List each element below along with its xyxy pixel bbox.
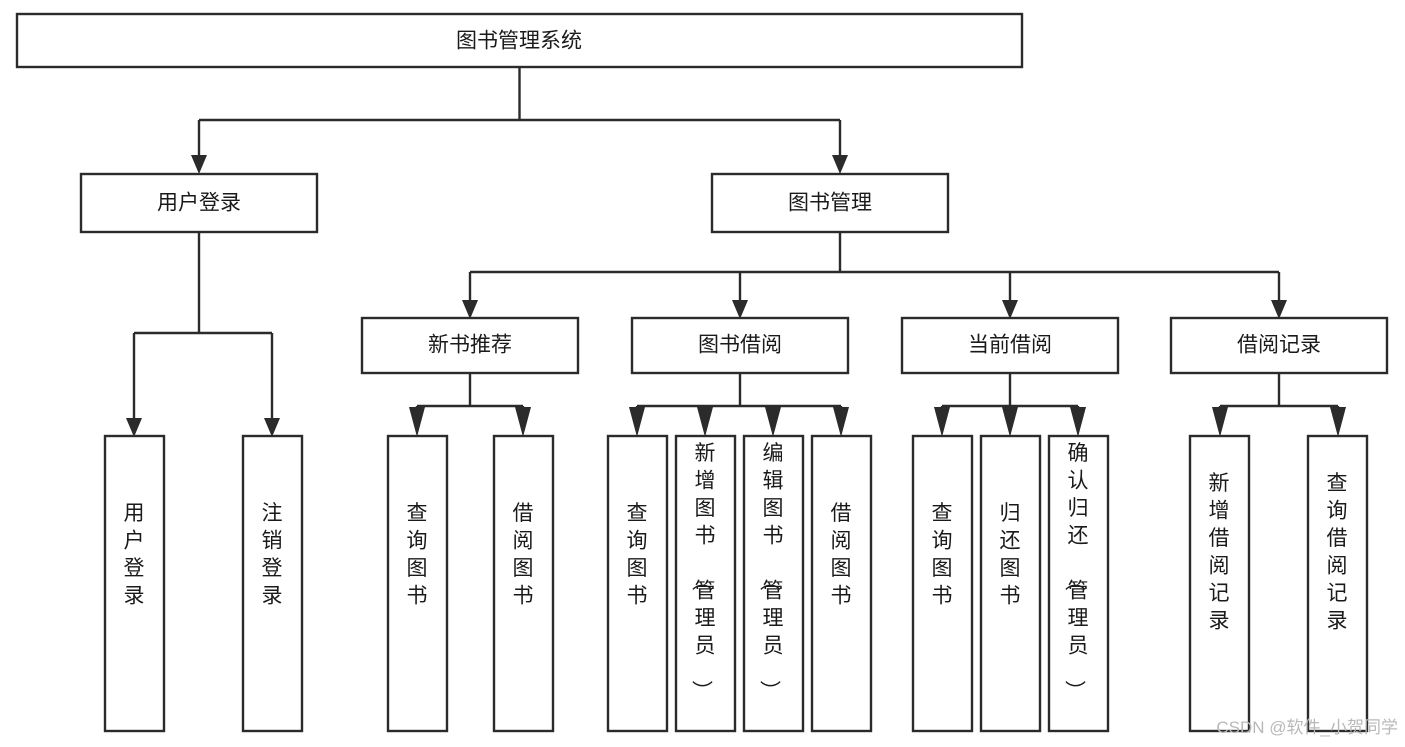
arrow-head-leaf-query-book-2 bbox=[629, 407, 645, 437]
node-leaf-user-logout[interactable]: 注销登录 bbox=[241, 434, 304, 733]
node-book-management[interactable]: 图书管理 bbox=[710, 172, 950, 234]
node-book-management-box[interactable] bbox=[710, 172, 950, 234]
node-leaf-edit-book[interactable]: 编辑图书（管理员） bbox=[742, 434, 805, 733]
node-current-borrow-label: 当前借阅 bbox=[968, 334, 1052, 357]
node-leaf-add-book-label: 新增图书（管理员） bbox=[690, 442, 716, 701]
arrow-head-leaf-borrow-book-1 bbox=[515, 407, 531, 437]
node-leaf-borrow-book-2[interactable]: 借阅图书 bbox=[810, 434, 873, 733]
node-leaf-return-book[interactable]: 归还图书 bbox=[979, 434, 1042, 733]
node-leaf-borrow-book-1[interactable]: 借阅图书 bbox=[492, 434, 555, 733]
node-leaf-user-login-box[interactable] bbox=[103, 434, 166, 733]
node-leaf-add-record-box[interactable] bbox=[1188, 434, 1251, 733]
node-leaf-user-login[interactable]: 用户登录 bbox=[103, 434, 166, 733]
arrow-head-leaf-query-book-1 bbox=[409, 407, 425, 437]
arrow-head-leaf-query-record bbox=[1330, 407, 1346, 437]
node-root-box[interactable] bbox=[15, 12, 1024, 69]
node-user-login[interactable]: 用户登录 bbox=[79, 172, 319, 234]
node-leaf-query-book-3[interactable]: 查询图书 bbox=[911, 434, 974, 733]
arrow-head-leaf-return-book bbox=[1002, 407, 1018, 437]
node-leaf-query-book-2[interactable]: 查询图书 bbox=[606, 434, 669, 733]
node-leaf-query-book-3-box[interactable] bbox=[911, 434, 974, 733]
node-leaf-query-book-2-box[interactable] bbox=[606, 434, 669, 733]
node-leaf-query-record-box[interactable] bbox=[1306, 434, 1369, 733]
node-book-borrow[interactable]: 图书借阅 bbox=[630, 316, 850, 375]
node-leaf-query-book-1[interactable]: 查询图书 bbox=[386, 434, 449, 733]
node-leaf-add-record-label: 新增借阅记录 bbox=[1209, 472, 1230, 633]
arrow-head-leaf-user-logout bbox=[264, 418, 280, 437]
node-leaf-edit-book-label: 编辑图书（管理员） bbox=[758, 442, 784, 701]
arrow-head-borrow-record bbox=[1271, 300, 1287, 319]
node-leaf-borrow-book-2-box[interactable] bbox=[810, 434, 873, 733]
node-user-login-box[interactable] bbox=[79, 172, 319, 234]
node-current-borrow[interactable]: 当前借阅 bbox=[900, 316, 1120, 375]
node-current-borrow-box[interactable] bbox=[900, 316, 1120, 375]
node-leaf-user-login-label: 用户登录 bbox=[124, 502, 145, 608]
arrow-head-leaf-query-book-3 bbox=[934, 407, 950, 437]
node-borrow-record[interactable]: 借阅记录 bbox=[1169, 316, 1389, 375]
node-book-management-label: 图书管理 bbox=[788, 192, 872, 215]
arrow-head-leaf-borrow-book-2 bbox=[833, 407, 849, 437]
node-book-borrow-label: 图书借阅 bbox=[698, 334, 782, 357]
arrow-head-leaf-user-login bbox=[126, 418, 142, 437]
arrow-head-leaf-add-book bbox=[697, 407, 713, 437]
arrow-head-book-management bbox=[832, 155, 848, 174]
node-leaf-borrow-book-1-box[interactable] bbox=[492, 434, 555, 733]
node-leaf-return-book-label: 归还图书 bbox=[1000, 502, 1021, 608]
node-leaf-confirm-return-box[interactable] bbox=[1047, 434, 1110, 733]
node-leaf-query-book-2-label: 查询图书 bbox=[627, 502, 648, 608]
node-leaf-add-record[interactable]: 新增借阅记录 bbox=[1188, 434, 1251, 733]
connectors-layer bbox=[126, 67, 1346, 437]
node-leaf-query-record[interactable]: 查询借阅记录 bbox=[1306, 434, 1369, 733]
node-root-label: 图书管理系统 bbox=[456, 30, 582, 53]
node-leaf-borrow-book-1-label: 借阅图书 bbox=[513, 502, 534, 608]
arrow-head-book-borrow bbox=[732, 300, 748, 319]
arrow-head-leaf-confirm-return bbox=[1070, 407, 1086, 437]
node-borrow-record-box[interactable] bbox=[1169, 316, 1389, 375]
watermark-label: CSDN @软件_小贺同学 bbox=[1216, 718, 1398, 737]
node-new-book-recommend-box[interactable] bbox=[360, 316, 580, 375]
node-user-login-label: 用户登录 bbox=[157, 192, 241, 215]
node-leaf-borrow-book-2-label: 借阅图书 bbox=[831, 502, 852, 608]
arrow-head-current-borrow bbox=[1002, 300, 1018, 319]
node-leaf-add-book[interactable]: 新增图书（管理员） bbox=[674, 434, 737, 733]
node-leaf-edit-book-box[interactable] bbox=[742, 434, 805, 733]
node-new-book-recommend[interactable]: 新书推荐 bbox=[360, 316, 580, 375]
arrow-head-user-login bbox=[191, 155, 207, 174]
arrow-head-leaf-edit-book bbox=[765, 407, 781, 437]
arrow-head-leaf-add-record bbox=[1212, 407, 1228, 437]
node-leaf-confirm-return-label: 确认归还（管理员） bbox=[1063, 442, 1089, 701]
node-leaf-query-book-1-label: 查询图书 bbox=[407, 502, 428, 608]
node-leaf-user-logout-label: 注销登录 bbox=[262, 502, 283, 608]
node-leaf-query-book-1-box[interactable] bbox=[386, 434, 449, 733]
node-leaf-query-record-label: 查询借阅记录 bbox=[1327, 472, 1348, 633]
node-root[interactable]: 图书管理系统 bbox=[15, 12, 1024, 69]
node-leaf-add-book-box[interactable] bbox=[674, 434, 737, 733]
node-leaf-user-logout-box[interactable] bbox=[241, 434, 304, 733]
node-leaf-confirm-return[interactable]: 确认归还（管理员） bbox=[1047, 434, 1110, 733]
arrow-head-new-book-recommend bbox=[462, 300, 478, 319]
node-new-book-recommend-label: 新书推荐 bbox=[428, 334, 512, 357]
node-book-borrow-box[interactable] bbox=[630, 316, 850, 375]
node-leaf-query-book-3-label: 查询图书 bbox=[932, 502, 953, 608]
node-borrow-record-label: 借阅记录 bbox=[1237, 334, 1321, 357]
node-leaf-return-book-box[interactable] bbox=[979, 434, 1042, 733]
